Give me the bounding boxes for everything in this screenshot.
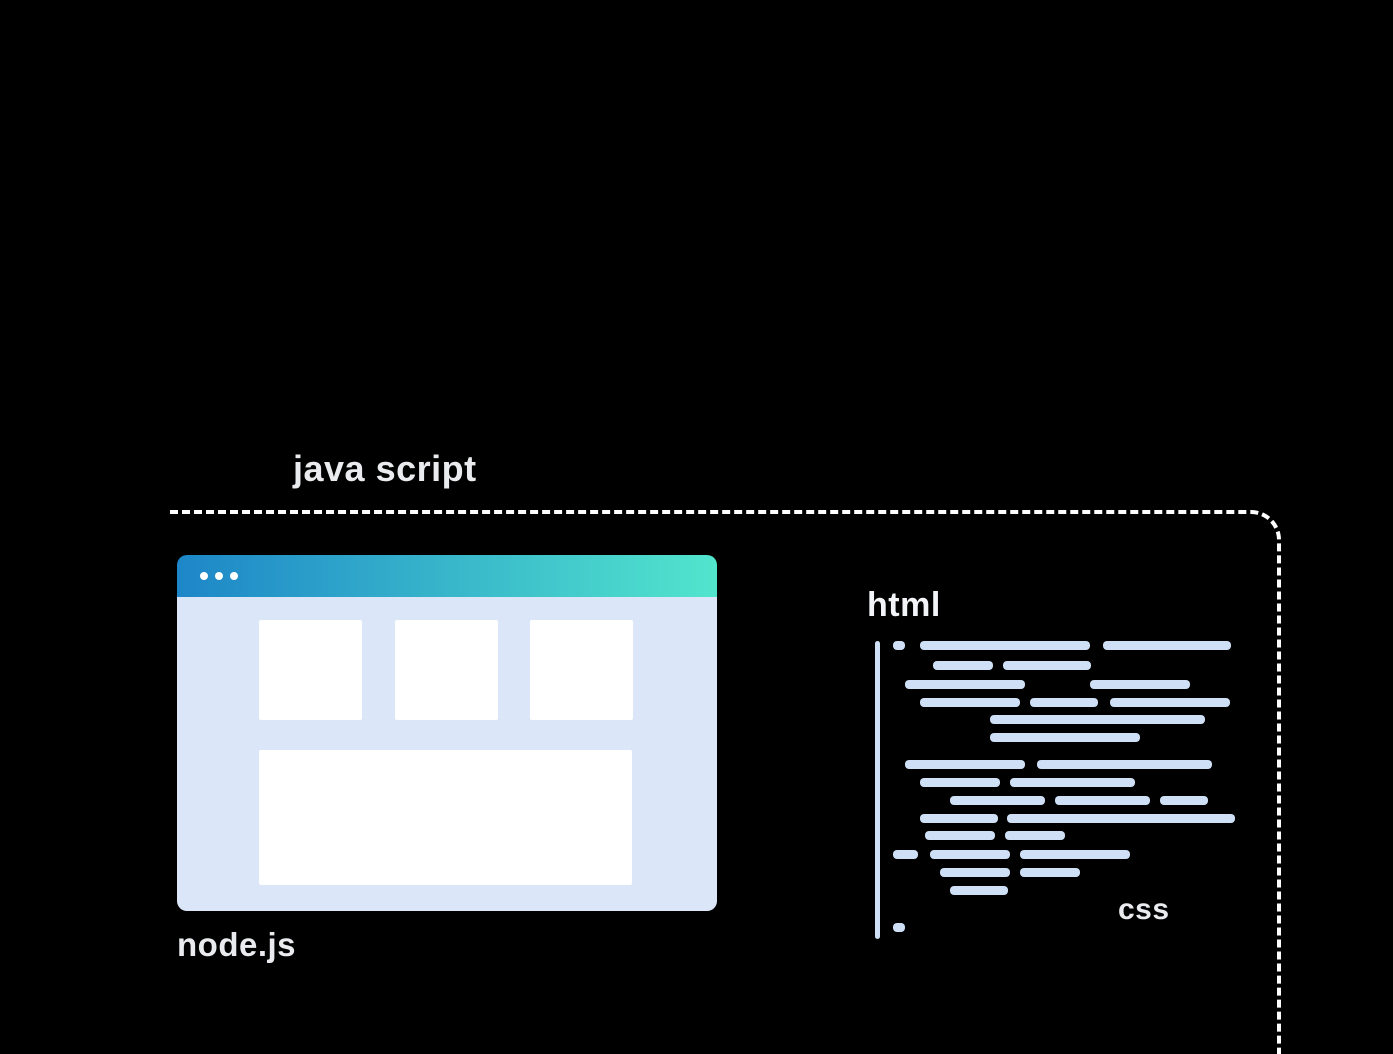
nodejs-label: node.js xyxy=(177,926,297,963)
code-line-bar xyxy=(1110,698,1230,707)
code-line-bar xyxy=(905,680,1025,689)
code-line-bar xyxy=(920,814,998,823)
css-label: css xyxy=(1118,893,1170,926)
code-line-bar xyxy=(893,923,905,932)
dashed-boundary xyxy=(170,510,1281,1054)
code-line-bar xyxy=(990,733,1140,742)
code-line-bar xyxy=(950,886,1008,895)
code-line-bar xyxy=(1030,698,1098,707)
content-placeholder-rect xyxy=(259,750,632,885)
content-placeholder-square xyxy=(395,620,498,720)
window-control-dot-icon xyxy=(200,572,208,580)
code-block xyxy=(875,641,1240,941)
html-label: html xyxy=(867,586,941,624)
code-line-bar xyxy=(893,641,905,650)
code-line-bar xyxy=(925,831,995,840)
code-line-bar xyxy=(933,661,993,670)
code-line-bar xyxy=(1055,796,1150,805)
code-line-bar xyxy=(1003,661,1091,670)
content-placeholder-square xyxy=(259,620,362,720)
code-line-bar xyxy=(1037,760,1212,769)
content-placeholder-square xyxy=(530,620,633,720)
code-line-bar xyxy=(1103,641,1231,650)
code-line-bar xyxy=(905,760,1025,769)
window-controls xyxy=(200,567,245,585)
code-line-bar xyxy=(940,868,1010,877)
code-line-bar xyxy=(920,698,1020,707)
code-line-bar xyxy=(893,850,918,859)
window-control-dot-icon xyxy=(230,572,238,580)
code-line-bar xyxy=(1020,850,1130,859)
code-line-bar xyxy=(920,641,1090,650)
code-line-bar xyxy=(1160,796,1208,805)
code-line-bar xyxy=(1010,778,1135,787)
code-line-bar xyxy=(950,796,1045,805)
code-indent-line xyxy=(875,641,880,939)
code-line-bar xyxy=(1007,814,1235,823)
code-line-bar xyxy=(920,778,1000,787)
code-line-bar xyxy=(1020,868,1080,877)
browser-window-body xyxy=(177,597,717,911)
code-line-bar xyxy=(1005,831,1065,840)
browser-window-titlebar xyxy=(177,555,717,597)
browser-window-illustration xyxy=(177,555,717,911)
illustration-canvas: java script node.js html css xyxy=(170,448,1281,1054)
code-line-bar xyxy=(930,850,1010,859)
window-control-dot-icon xyxy=(215,572,223,580)
javascript-label: java script xyxy=(293,448,477,489)
code-line-bar xyxy=(1090,680,1190,689)
code-line-bar xyxy=(990,715,1205,724)
